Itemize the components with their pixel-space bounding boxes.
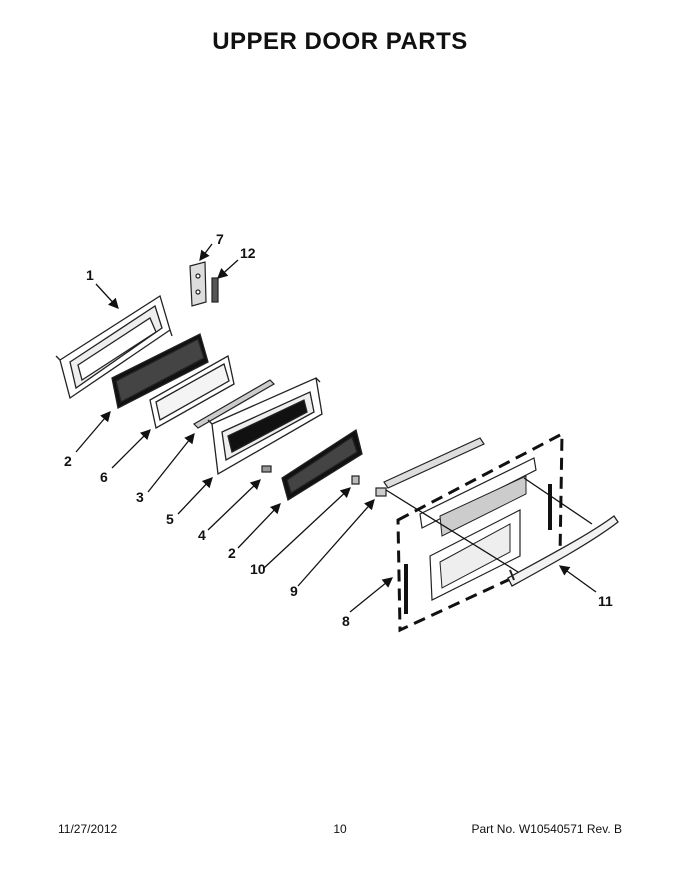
part-glass-lower	[281, 428, 363, 502]
callout-2-lower: 2	[228, 545, 236, 561]
part-inner-door-frame	[55, 294, 173, 400]
callout-2-upper: 2	[64, 453, 72, 469]
part-hinge-bracket	[189, 261, 207, 307]
part-hinge-clip	[211, 277, 219, 303]
footer-part-number: Part No. W10540571 Rev. B	[471, 822, 622, 836]
callout-7: 7	[216, 231, 224, 247]
part-top-rod	[383, 437, 485, 489]
part-door-handle	[507, 515, 619, 587]
part-inner-door-panel	[207, 377, 323, 476]
callout-1: 1	[86, 267, 94, 283]
callout-3: 3	[136, 489, 144, 505]
part-glass-pack-frame	[149, 354, 235, 430]
callout-10: 10	[250, 561, 266, 577]
callout-6: 6	[100, 469, 108, 485]
callout-12: 12	[240, 245, 256, 261]
page-title: UPPER DOOR PARTS	[212, 28, 468, 55]
callout-4: 4	[198, 527, 206, 543]
footer-date: 11/27/2012	[58, 822, 118, 836]
callout-11: 11	[598, 593, 613, 609]
callout-9: 9	[290, 583, 298, 599]
leader-lines	[75, 243, 597, 613]
part-outer-door	[396, 431, 564, 633]
footer-page-number: 10	[333, 822, 347, 836]
part-glass-upper	[111, 333, 209, 409]
callout-5: 5	[166, 511, 174, 527]
part-rail	[193, 379, 275, 429]
part-handle-mount	[375, 487, 387, 497]
part-screw	[261, 465, 272, 473]
part-handle-mount-screw	[351, 475, 360, 485]
callout-8: 8	[342, 613, 350, 629]
